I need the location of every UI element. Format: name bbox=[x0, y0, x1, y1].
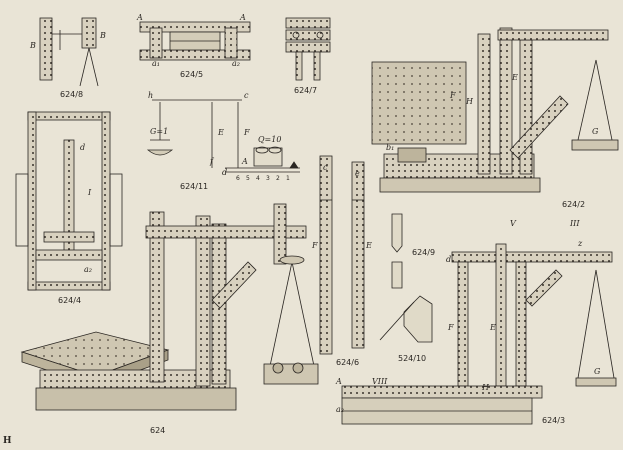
fig-label-624: 624 bbox=[150, 426, 166, 435]
figure-624-5-drawing bbox=[139, 21, 251, 61]
label-d-624-11: d bbox=[222, 168, 227, 177]
fig-label-624-8: 624/8 bbox=[60, 90, 84, 99]
fig-label-624-7: 624/7 bbox=[294, 86, 318, 95]
label-c: c bbox=[244, 91, 249, 100]
label-d-624-4: d bbox=[80, 143, 85, 152]
figure-624-11-drawing bbox=[146, 99, 300, 173]
label-a2-624-5: a₂ bbox=[232, 59, 240, 68]
figure-624-3-drawing bbox=[341, 243, 617, 425]
fig-label-624-4: 624/4 bbox=[58, 296, 82, 305]
fig-label-624-5: 624/5 bbox=[180, 70, 204, 79]
label-A-624-5-left: A bbox=[136, 13, 143, 22]
label-E-624-6: E bbox=[365, 241, 372, 250]
label-h: h bbox=[148, 91, 153, 100]
label-E-624-11: E bbox=[217, 128, 224, 137]
label-G1: G=1 bbox=[150, 127, 168, 136]
label-A-624-11: A bbox=[241, 157, 248, 166]
figure-624-drawing bbox=[20, 203, 319, 411]
label-F-624-11: F bbox=[243, 128, 250, 137]
label-B2-624-8: B bbox=[99, 31, 106, 40]
fig-label-524-10: 524/10 bbox=[398, 354, 427, 363]
label-G-624-2: G bbox=[592, 127, 599, 136]
figure-624-2-drawing bbox=[371, 27, 619, 193]
fig-label-624-6: 624/6 bbox=[336, 358, 360, 367]
figure-524-10-drawing bbox=[379, 295, 433, 343]
figure-624-4-drawing bbox=[15, 111, 123, 291]
label-e-624-6: e bbox=[355, 169, 360, 178]
label-Q10: Q=10 bbox=[258, 135, 281, 144]
label-E-624-2: E bbox=[511, 73, 518, 82]
fig-label-624-2: 624/2 bbox=[562, 200, 586, 209]
label-a1-624-5: a₁ bbox=[152, 59, 160, 68]
label-G-624-3: G bbox=[594, 367, 601, 376]
scale-tick-4: 4 bbox=[256, 175, 260, 182]
label-a2-624-4: a₂ bbox=[84, 265, 92, 274]
label-F-624-2: F bbox=[449, 91, 456, 100]
scale-tick-5: 5 bbox=[246, 175, 250, 182]
label-f-624-11: f bbox=[209, 157, 215, 166]
figure-624-7-drawing bbox=[285, 17, 331, 81]
fig-label-624-3: 624/3 bbox=[542, 416, 566, 425]
scale-tick-3: 3 bbox=[266, 175, 270, 182]
label-III-624-3: III bbox=[569, 219, 580, 228]
label-z-624-3: z bbox=[577, 239, 583, 248]
label-I-624-4: I bbox=[87, 188, 92, 197]
label-c-624-6: c bbox=[323, 163, 328, 172]
figure-624-9-drawing bbox=[391, 213, 403, 289]
label-B-624-8: B bbox=[29, 41, 36, 50]
label-D-624-3: d bbox=[446, 255, 451, 264]
fig-label-624-11: 624/11 bbox=[180, 182, 209, 191]
fig-label-624-9: 624/9 bbox=[412, 248, 436, 257]
label-a2-624-3: a₂ bbox=[336, 405, 344, 414]
label-VIII-624-3: VIII bbox=[372, 377, 388, 386]
label-F-624-6: F bbox=[311, 241, 318, 250]
label-V-624-3: V bbox=[510, 219, 517, 228]
scale-tick-6: 6 bbox=[236, 175, 240, 182]
figure-624-6-drawing bbox=[319, 155, 365, 355]
label-A-624-5-right: A bbox=[239, 13, 246, 22]
label-A-624-3: A bbox=[335, 377, 342, 386]
scale-tick-2: 2 bbox=[276, 175, 280, 182]
label-H-624-2: H bbox=[465, 97, 474, 106]
label-b1-624-2: b₁ bbox=[386, 143, 394, 152]
page-letter: H bbox=[3, 436, 12, 446]
label-H-624-3: H bbox=[481, 383, 490, 392]
label-F-624-3: F bbox=[447, 323, 454, 332]
label-E-624-3: E bbox=[489, 323, 496, 332]
scale-tick-1: 1 bbox=[286, 175, 290, 182]
figure-624-8-drawing bbox=[39, 17, 99, 87]
